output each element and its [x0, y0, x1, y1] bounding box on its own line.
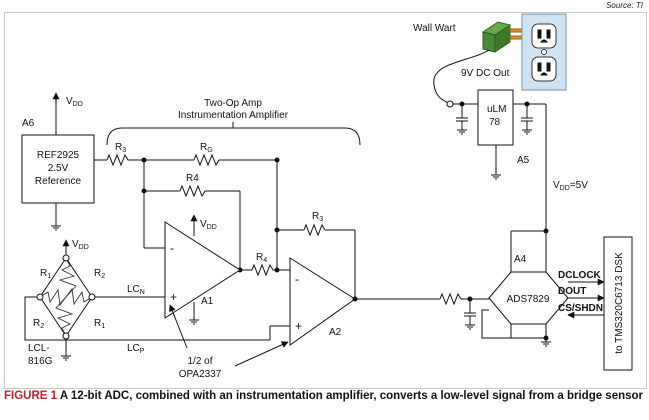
dout-label: DOUT — [558, 286, 586, 297]
adc-label: ADS7829 — [507, 294, 550, 305]
inamp-title-2: Instrumentation Amplifier — [178, 110, 289, 121]
regulator-label-1: uLM — [487, 104, 506, 115]
a5-label: A5 — [517, 155, 530, 166]
a4-label: A4 — [514, 254, 527, 265]
r1-top-label: R1 — [40, 268, 51, 280]
rg-label: RG — [200, 142, 213, 154]
vdd-bridge-label: VDD — [72, 239, 89, 251]
lcp-label: LCP — [127, 343, 145, 355]
circuit-diagram: Wall Wart 9V DC Out uLM 78 A5 VDD=5V A6 … — [21, 13, 633, 380]
wall-wart-label: Wall Wart — [413, 23, 456, 34]
a1-plus: + — [170, 290, 177, 304]
opamp-part-2: OPA2337 — [179, 369, 222, 380]
a1-minus: - — [170, 241, 174, 255]
cs-label: CS/SHDN — [558, 303, 603, 314]
a2-label: A2 — [329, 327, 342, 338]
dc-out-label: 9V DC Out — [461, 68, 510, 79]
opamp-part-1: 1/2 of — [187, 356, 212, 367]
r2-top-label: R2 — [94, 268, 105, 280]
r4-feedback-label: R4 — [186, 173, 199, 184]
r4-series-label: R4 — [256, 252, 267, 264]
wall-wart-icon — [481, 21, 523, 53]
r2-bottom-label: R2 — [33, 318, 44, 330]
sensor-label-2: 816G — [28, 356, 53, 367]
dclock-label: DCLOCK — [558, 270, 602, 281]
reference-line-2: 2.5V — [48, 163, 69, 174]
inamp-title-1: Two-Op Amp — [204, 98, 262, 109]
reference-line-3: Reference — [35, 176, 82, 187]
source-note: Source: TI — [606, 1, 643, 10]
vdd-ref-label: VDD — [66, 96, 83, 108]
lcn-label: LCN — [127, 284, 145, 296]
reference-line-1: REF2925 — [37, 150, 80, 161]
figure-number: FIGURE 1 — [4, 390, 58, 402]
figure-caption: FIGURE 1 A 12-bit ADC, combined with an … — [4, 390, 644, 403]
r3-ref-label: R3 — [115, 142, 126, 154]
figure-caption-text: A 12-bit ADC, combined with an instrumen… — [57, 390, 644, 402]
r3-feedback-label: R3 — [312, 211, 323, 223]
a1-label: A1 — [201, 296, 214, 307]
vdd-a1-label: VDD — [200, 219, 217, 231]
dsk-label: to TMS320C6713 DSK — [614, 252, 625, 354]
a2-plus: + — [295, 319, 302, 333]
sensor-label-1: LCL- — [28, 343, 50, 354]
a6-label: A6 — [22, 118, 35, 129]
wall-outlet-icon — [521, 13, 567, 91]
vdd-5v-label: VDD=5V — [553, 180, 588, 192]
r1-bottom-label: R1 — [94, 318, 105, 330]
a2-minus: - — [295, 272, 299, 286]
regulator-label-2: 78 — [489, 117, 501, 128]
